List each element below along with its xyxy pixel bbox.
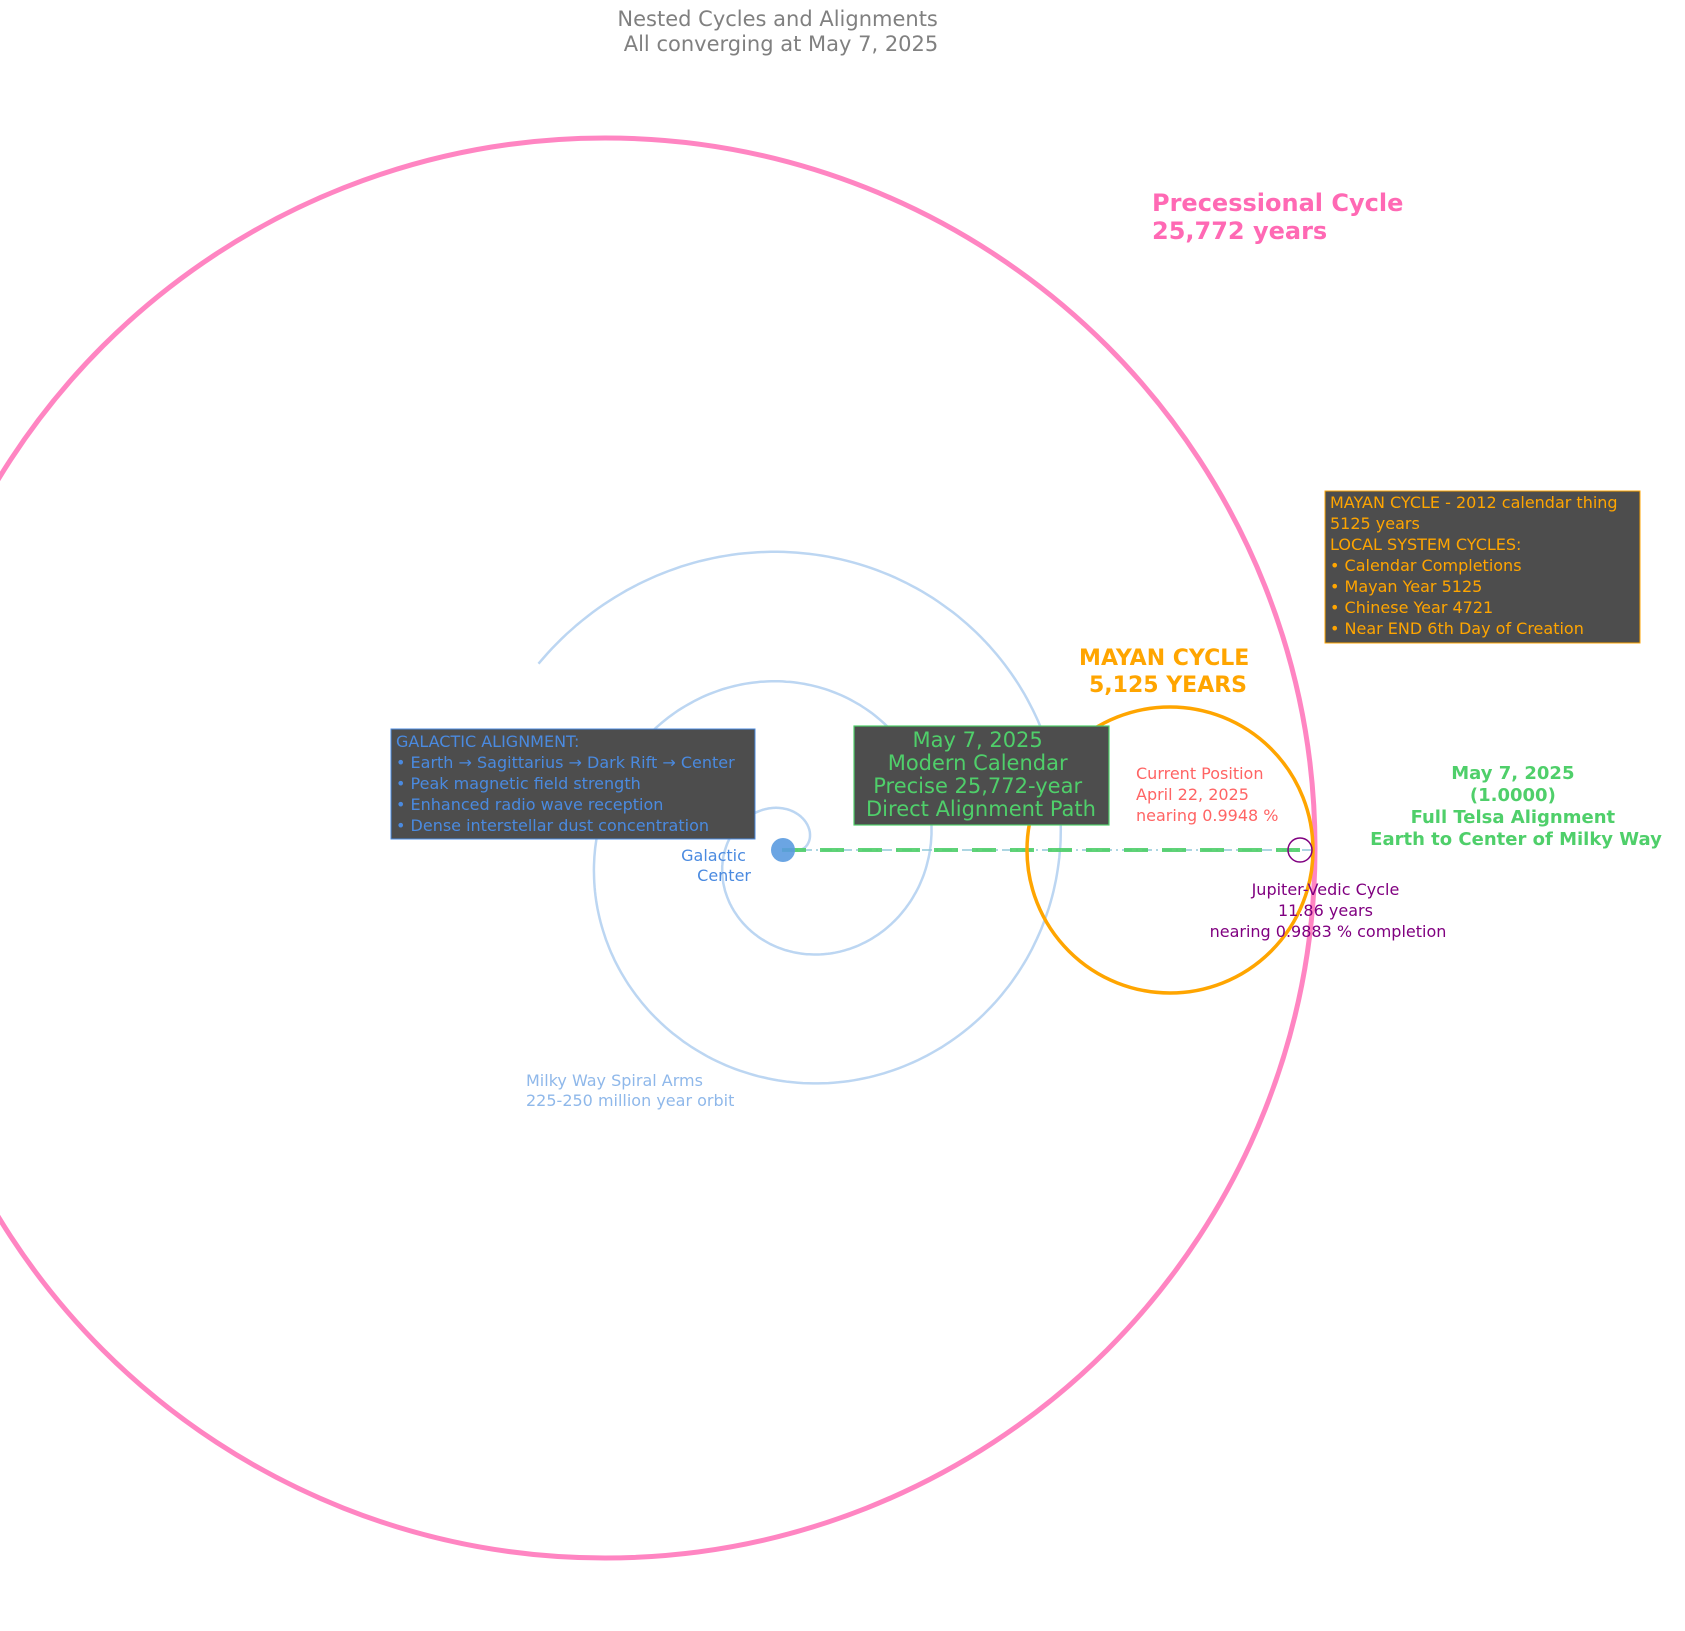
full-alignment-label: May 7, 2025 (1.0000) Full Telsa Alignmen… <box>1370 763 1662 850</box>
current-position-label: Current Position April 22, 2025 nearing … <box>1136 764 1278 825</box>
precessional-cycle-circle <box>0 135 1318 1561</box>
mayan-info-text: MAYAN CYCLE - 2012 calendar thing 5125 y… <box>1330 493 1623 638</box>
alignment-path-text: May 7, 2025 Modern Calendar Precise 25,7… <box>866 728 1096 821</box>
alignment-path-box <box>853 725 1110 826</box>
mayan-cycle-label: MAYAN CYCLE 5,125 YEARS <box>1079 646 1257 698</box>
jupiter-cycle-circle <box>1287 837 1313 863</box>
mayan-info-box <box>1324 490 1641 644</box>
diagram-title: Nested Cycles and Alignments All converg… <box>617 7 944 56</box>
galactic-center-dot <box>771 838 795 862</box>
jupiter-vedic-label: Jupiter-Vedic Cycle 11.86 years nearing … <box>1210 880 1447 941</box>
mayan-cycle-circle <box>1025 705 1315 995</box>
galactic-alignment-text: GALACTIC ALIGNMENT: • Earth → Sagittariu… <box>396 732 740 835</box>
precessional-cycle-label: Precessional Cycle 25,772 years <box>1152 189 1412 245</box>
galactic-center-label: Galactic Center <box>681 846 751 885</box>
galactic-alignment-box <box>390 728 756 840</box>
spiral-arms-label: Milky Way Spiral Arms 225-250 million ye… <box>526 1071 734 1110</box>
